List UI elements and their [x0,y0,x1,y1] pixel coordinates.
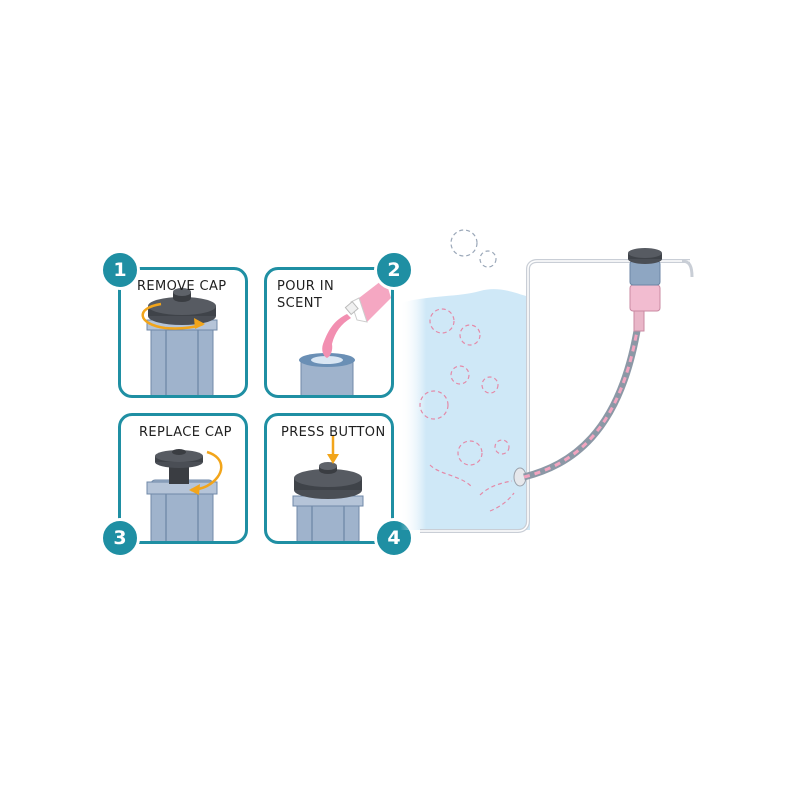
step-3-label: REPLACE CAP [139,425,232,440]
scent-hose [523,324,640,479]
step-1-badge: 1 [100,250,140,290]
step-1-panel: REMOVE CAP [118,267,248,398]
step-1-illustration [141,288,218,395]
scent-dispenser [628,248,662,332]
step-2-illustration [299,278,391,395]
scent-bubbles [419,229,515,512]
step-4-panel: PRESS BUTTON [264,413,394,544]
step-2-label: POUR IN SCENT [277,278,334,312]
step-4-label: PRESS BUTTON [281,425,386,440]
bathtub-scene [400,229,694,533]
bath-water [400,289,530,530]
step-2-panel: POUR IN SCENT [264,267,394,398]
step-2-badge: 2 [374,250,414,290]
step-3-badge: 3 [100,518,140,558]
step-3-illustration [146,449,223,541]
step-1-label: REMOVE CAP [137,279,227,294]
step-3-panel: REPLACE CAP [118,413,248,544]
step-4-illustration [292,436,364,541]
step-2-label-line-2: SCENT [277,296,323,311]
step-2-label-line-1: POUR IN [277,279,335,294]
